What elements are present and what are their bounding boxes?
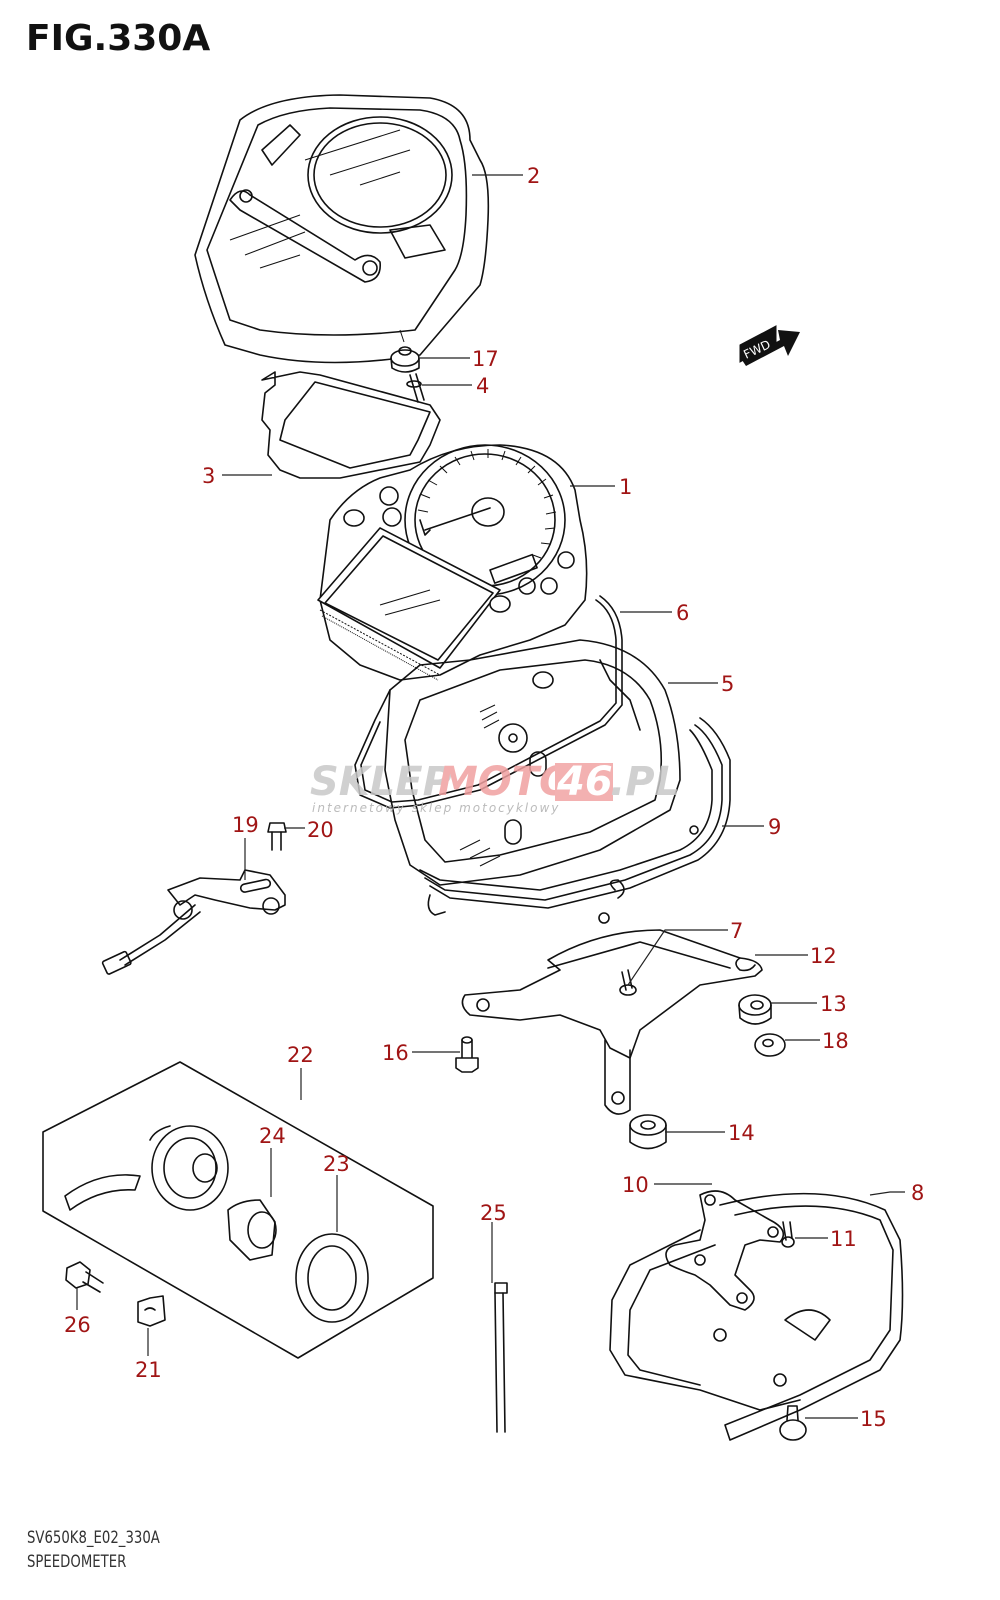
callout-17: 17 [472, 347, 499, 371]
callout-18: 18 [822, 1029, 849, 1053]
figure-model-code: SV650K8_E02_330A [27, 1528, 160, 1548]
callout-labels: 1 2 3 4 5 6 7 8 9 10 11 12 13 14 15 16 1… [64, 164, 924, 1431]
part-2-meter-cover[interactable] [194, 94, 490, 364]
part-16-bolt[interactable] [455, 1036, 479, 1073]
callout-21: 21 [135, 1358, 162, 1382]
callout-16: 16 [382, 1041, 409, 1065]
watermark-brand-2: MOTO [438, 759, 573, 805]
callout-15: 15 [860, 1407, 887, 1431]
callout-25: 25 [480, 1201, 507, 1225]
callout-5: 5 [721, 672, 734, 696]
watermark-brand-3: 46 [556, 759, 613, 805]
callout-22: 22 [287, 1043, 314, 1067]
callout-26: 26 [64, 1313, 91, 1337]
part-19-sensor-bracket[interactable] [101, 869, 286, 975]
callout-13: 13 [820, 992, 847, 1016]
part-11-screw[interactable] [781, 1221, 795, 1248]
part-8-lower-cover[interactable] [609, 1192, 904, 1441]
callout-8: 8 [911, 1181, 924, 1205]
watermark: SKLEP MOTO 46 .PL internetowy sklep moto… [310, 759, 680, 815]
callout-24: 24 [259, 1124, 286, 1148]
callout-9: 9 [768, 815, 781, 839]
part-21-clamp[interactable] [137, 1295, 166, 1327]
fwd-direction-marker: FWD [739, 325, 800, 366]
callout-2: 2 [527, 164, 540, 188]
callout-20: 20 [307, 818, 334, 842]
part-4-screw[interactable] [406, 373, 425, 403]
callout-4: 4 [476, 374, 489, 398]
figure-title: FIG.330A [26, 18, 211, 59]
part-12-meter-bracket[interactable] [461, 879, 763, 1115]
callout-12: 12 [810, 944, 837, 968]
callout-7: 7 [730, 919, 743, 943]
part-1-speedometer[interactable] [317, 444, 588, 681]
part-15-clip[interactable] [779, 1405, 807, 1441]
callout-3: 3 [202, 464, 215, 488]
part-9-gasket[interactable] [419, 717, 731, 916]
callout-23: 23 [323, 1152, 350, 1176]
watermark-brand-1: SKLEP [310, 759, 452, 805]
figure-name: SPEEDOMETER [27, 1552, 127, 1572]
callout-1: 1 [619, 475, 632, 499]
part-10-bracket[interactable] [665, 1190, 785, 1311]
part-17-cushion[interactable] [390, 329, 420, 373]
part-20-bolt[interactable] [267, 822, 287, 851]
part-3-lens-frame[interactable] [261, 371, 441, 479]
leader-lines [76, 174, 905, 1419]
part-18-collar[interactable] [754, 1033, 786, 1057]
callout-19: 19 [232, 813, 259, 837]
part-22-socket-kit[interactable] [42, 1061, 434, 1359]
part-13-cushion[interactable] [738, 994, 772, 1025]
part-25-cable-tie[interactable] [494, 1282, 508, 1433]
callout-14: 14 [728, 1121, 755, 1145]
part-5-lower-case[interactable] [384, 639, 681, 886]
part-26-bolt[interactable] [65, 1261, 104, 1293]
watermark-tagline: internetowy sklep motocyklowy [312, 801, 560, 815]
callout-11: 11 [830, 1227, 857, 1251]
callout-6: 6 [676, 601, 689, 625]
part-7-bolt[interactable] [619, 969, 637, 996]
watermark-brand-4: .PL [610, 759, 680, 805]
part-14-cushion[interactable] [629, 1114, 667, 1150]
callout-10: 10 [622, 1173, 649, 1197]
